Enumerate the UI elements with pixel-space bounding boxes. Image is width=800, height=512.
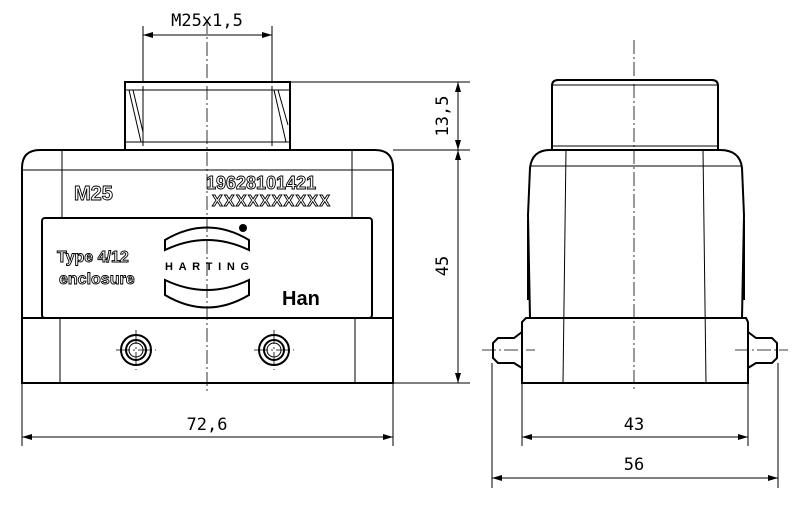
housing-side-outline bbox=[526, 149, 746, 319]
type-rating-line1: Type 4/12 bbox=[57, 249, 129, 266]
gland-height-dimension: 13,5 bbox=[433, 96, 453, 137]
harting-logo: HARTING bbox=[164, 224, 250, 309]
overall-side-width-dimension: 56 bbox=[624, 455, 644, 475]
body-height-dimension: 45 bbox=[433, 256, 453, 276]
screw-left bbox=[116, 330, 156, 370]
housing-front-outline bbox=[21, 149, 394, 384]
cable-gland-front bbox=[124, 81, 291, 151]
thread-size-marking: M25 bbox=[74, 183, 113, 205]
front-dimensions: M25x1,5 13,5 45 72,6 bbox=[21, 11, 470, 446]
part-number-marking: 19628101421 bbox=[206, 173, 316, 193]
screw-right bbox=[254, 330, 294, 370]
side-view bbox=[482, 40, 788, 392]
type-rating-line2: enclosure bbox=[59, 271, 135, 288]
side-dimensions: 43 56 bbox=[491, 363, 779, 488]
pin-right bbox=[747, 331, 778, 369]
series-marking: Han bbox=[282, 288, 320, 310]
front-view: M25 19628101421 XXXXXXXXXX Type 4/12 enc… bbox=[21, 20, 394, 392]
brand-text: HARTING bbox=[165, 261, 249, 273]
front-width-dimension: 72,6 bbox=[187, 415, 228, 435]
base-side bbox=[521, 317, 749, 384]
batch-marking: XXXXXXXXXX bbox=[212, 193, 330, 210]
pin-left bbox=[492, 331, 523, 369]
thread-dimension: M25x1,5 bbox=[171, 11, 243, 31]
side-width-dimension: 43 bbox=[624, 415, 644, 435]
cable-gland-side bbox=[551, 79, 719, 150]
